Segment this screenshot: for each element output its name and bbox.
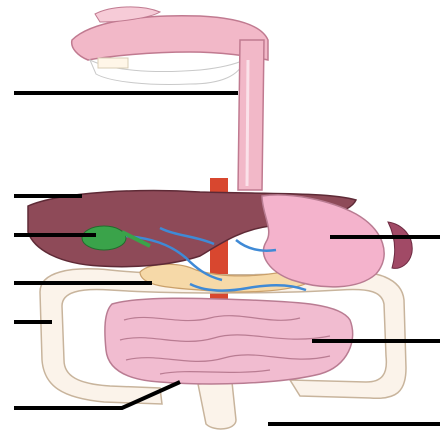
esophagus bbox=[238, 40, 264, 190]
gallbladder bbox=[82, 226, 126, 250]
esophagus-highlight bbox=[247, 60, 248, 186]
teeth bbox=[98, 58, 128, 68]
